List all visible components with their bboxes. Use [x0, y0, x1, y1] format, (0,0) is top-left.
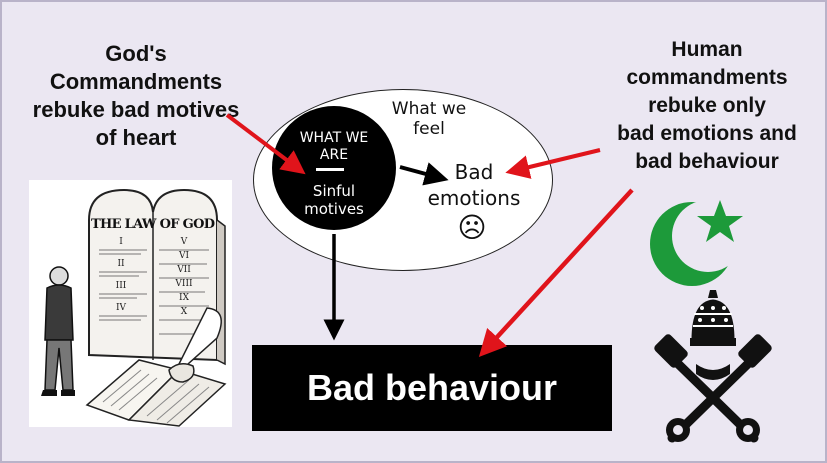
papal-keys-emblem-icon	[654, 290, 772, 443]
label-line: ARE	[319, 147, 349, 163]
tablet-numeral: III	[116, 281, 127, 291]
tablet-text-lines	[99, 249, 209, 335]
label-line: Sinful	[312, 182, 356, 200]
tablet-numeral: IV	[116, 303, 127, 313]
label-line: motives	[304, 200, 364, 218]
tablet-numeral: V	[180, 237, 188, 247]
human-to-emotions-arrow	[505, 148, 601, 179]
caption-line: rebuke bad motives	[32, 97, 240, 122]
caption-line: bad behaviour	[635, 150, 779, 173]
label-line: WHAT WE	[299, 130, 369, 146]
label-line: feel	[413, 119, 445, 139]
label-line: emotions	[427, 186, 521, 210]
man-figure	[41, 266, 75, 396]
human-commandments-caption: Human commandments rebuke only bad emoti…	[597, 36, 817, 176]
divider-bar	[316, 168, 344, 171]
gods-commandments-caption: God's Commandments rebuke bad motives of…	[16, 40, 256, 152]
tablet-numeral: VI	[178, 251, 189, 261]
caption-line: commandments	[626, 66, 788, 89]
what-we-feel-label: What we feel	[374, 99, 484, 139]
tablet-numeral: I	[119, 237, 123, 247]
tablet-numeral: X	[181, 307, 188, 317]
bad-behaviour-label: Bad behaviour	[306, 367, 558, 408]
crescent-star-icon	[650, 200, 744, 286]
caption-line: bad emotions and	[617, 122, 797, 145]
frown-face-icon: ☹	[457, 211, 487, 244]
bad-emotions-label: Bad emotions	[414, 159, 534, 211]
tablet-heading: THE LAW OF GOD	[91, 217, 215, 232]
open-book	[85, 359, 227, 427]
quill-pen	[168, 307, 222, 383]
what-we-are-label: WHAT WE ARE	[272, 130, 396, 164]
tablet-numeral: VII	[176, 265, 191, 275]
tablet-numeral: II	[117, 259, 125, 269]
caption-line: God's	[105, 41, 167, 66]
caption-line: rebuke only	[648, 94, 766, 117]
motives-to-emotions-arrow	[399, 162, 449, 186]
caption-line: Commandments	[49, 69, 223, 94]
tablet-numeral: IX	[179, 293, 190, 303]
bad-behaviour-box: Bad behaviour	[252, 345, 612, 431]
tablet-numeral: VIII	[174, 279, 193, 289]
sinful-motives-label: Sinful motives	[272, 182, 396, 218]
caption-line: Human	[671, 38, 743, 61]
label-line: What we	[391, 99, 467, 119]
human-to-behaviour-arrow	[478, 188, 634, 357]
label-line: Bad	[454, 160, 494, 184]
caption-line: of heart	[95, 125, 177, 150]
god-commandments-arrow	[225, 113, 306, 175]
